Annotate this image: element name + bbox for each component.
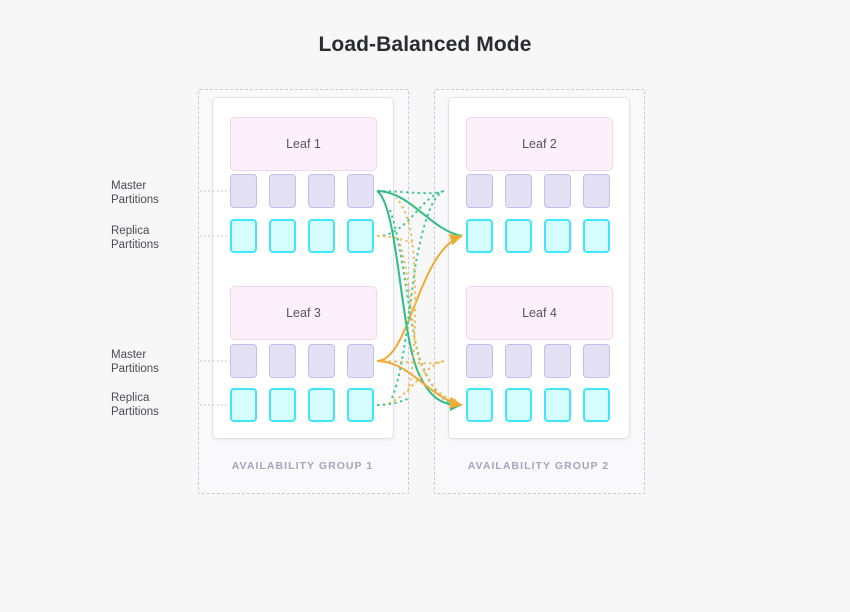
replica-partition[interactable] [466, 388, 493, 422]
master-partition[interactable] [230, 174, 257, 208]
master-partition[interactable] [466, 344, 493, 378]
leaf-2-replica-partition-row [466, 219, 611, 253]
leaf-box-leaf-4[interactable]: Leaf 4 [466, 286, 613, 340]
label-line-1: Replica [111, 392, 150, 404]
master-partition[interactable] [347, 344, 374, 378]
replica-partition[interactable] [230, 219, 257, 253]
replica-partition[interactable] [505, 219, 532, 253]
master-partition[interactable] [583, 174, 610, 208]
label-replica-partitions-leaf-3: Replica Partitions [111, 392, 196, 419]
leaf-box-leaf-2[interactable]: Leaf 2 [466, 117, 613, 171]
leaf-box-leaf-3[interactable]: Leaf 3 [230, 286, 377, 340]
leaf-3-replica-partition-row [230, 388, 375, 422]
label-line-2: Partitions [111, 405, 159, 418]
replica-partition[interactable] [269, 388, 296, 422]
master-partition[interactable] [347, 174, 374, 208]
label-line-1: Master [111, 180, 147, 192]
replica-partition[interactable] [544, 219, 571, 253]
replica-partition[interactable] [505, 388, 532, 422]
leaf-label: Leaf 4 [522, 306, 557, 320]
master-partition[interactable] [505, 344, 532, 378]
leaf-label: Leaf 2 [522, 137, 557, 151]
master-partition[interactable] [505, 174, 532, 208]
replica-partition[interactable] [466, 219, 493, 253]
master-partition[interactable] [583, 344, 610, 378]
label-master-partitions-leaf-1: Master Partitions [111, 180, 196, 207]
replica-partition[interactable] [230, 388, 257, 422]
label-line-2: Partitions [111, 238, 159, 251]
label-line-2: Partitions [111, 193, 159, 206]
master-partition[interactable] [544, 174, 571, 208]
replica-partition[interactable] [544, 388, 571, 422]
replica-partition[interactable] [308, 219, 335, 253]
master-partition[interactable] [269, 174, 296, 208]
replica-partition[interactable] [269, 219, 296, 253]
master-partition[interactable] [308, 344, 335, 378]
replica-partition[interactable] [308, 388, 335, 422]
page-title: Load-Balanced Mode [318, 33, 532, 56]
leaf-label: Leaf 3 [286, 306, 321, 320]
master-partition[interactable] [230, 344, 257, 378]
leaf-1-master-partition-row [230, 174, 375, 208]
leaf-label: Leaf 1 [286, 137, 321, 151]
leaf-4-replica-partition-row [466, 388, 611, 422]
availability-group-1-caption: AVAILABILITY GROUP 1 [231, 460, 374, 472]
label-line-1: Replica [111, 225, 150, 237]
replica-partition[interactable] [583, 388, 610, 422]
master-partition[interactable] [269, 344, 296, 378]
leaf-4-master-partition-row [466, 344, 611, 378]
replica-partition[interactable] [583, 219, 610, 253]
label-replica-partitions-leaf-1: Replica Partitions [111, 225, 196, 252]
master-partition[interactable] [466, 174, 493, 208]
master-partition[interactable] [544, 344, 571, 378]
leaf-box-leaf-1[interactable]: Leaf 1 [230, 117, 377, 171]
label-line-1: Master [111, 349, 147, 361]
master-partition[interactable] [308, 174, 335, 208]
leaf-2-master-partition-row [466, 174, 611, 208]
replica-partition[interactable] [347, 219, 374, 253]
label-master-partitions-leaf-3: Master Partitions [111, 349, 196, 376]
replica-partition[interactable] [347, 388, 374, 422]
leaf-3-master-partition-row [230, 344, 375, 378]
label-line-2: Partitions [111, 362, 159, 375]
leaf-1-replica-partition-row [230, 219, 375, 253]
availability-group-2-caption: AVAILABILITY GROUP 2 [467, 460, 610, 472]
